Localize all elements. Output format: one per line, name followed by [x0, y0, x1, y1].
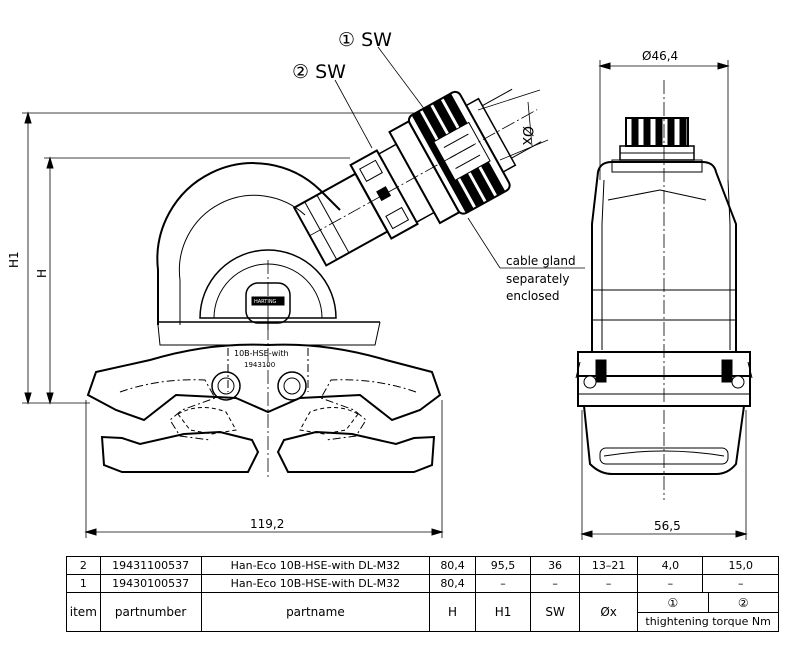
- cell-sw: –: [530, 574, 581, 593]
- cell-item: 1: [66, 574, 101, 593]
- cell-partname: Han-Eco 10B-HSE-with DL-M32: [200, 574, 431, 593]
- phi-x-label: Øx: [519, 126, 535, 145]
- cell-torque2: 15,0: [702, 556, 779, 575]
- housing-marking-2: 1943100: [244, 361, 275, 369]
- table-row: 1 19430100537 Han-Eco 10B-HSE-with DL-M3…: [66, 574, 779, 593]
- width-front-label: 119,2: [250, 517, 284, 531]
- cell-partnumber: 19431100537: [99, 556, 202, 575]
- diameter-label: Ø46,4: [642, 49, 678, 63]
- cell-item: 2: [66, 556, 101, 575]
- width-side-label: 56,5: [654, 519, 681, 533]
- cell-partname: Han-Eco 10B-HSE-with DL-M32: [200, 556, 431, 575]
- cell-torque1: 4,0: [637, 556, 704, 575]
- header-sw: SW: [530, 592, 581, 632]
- header-torque-2: ②: [707, 593, 778, 612]
- cell-sw: 36: [530, 556, 581, 575]
- cell-torque2: –: [702, 574, 779, 593]
- cable-gland-note-1: cable gland: [506, 254, 576, 268]
- cell-h: 80,4: [429, 556, 477, 575]
- header-torque-1: ①: [667, 595, 679, 610]
- cell-h1: 95,5: [475, 556, 532, 575]
- h-label: H: [35, 269, 49, 278]
- header-partname: partname: [200, 592, 431, 632]
- header-item: item: [66, 592, 101, 632]
- header-torque: ① ② thightening torque Nm: [637, 592, 779, 632]
- cell-h: 80,4: [429, 574, 477, 593]
- parts-table: 2 19431100537 Han-Eco 10B-HSE-with DL-M3…: [66, 556, 779, 632]
- side-view: [575, 80, 753, 500]
- technical-drawing: ① SW ② SW Øx Ø46,4 H1 H 119,2 56,5 cable…: [7, 29, 753, 540]
- cable-gland-note-3: enclosed: [506, 289, 560, 303]
- header-h1: H1: [475, 592, 532, 632]
- cell-partnumber: 19430100537: [99, 574, 202, 593]
- table-header-row: item partnumber partname H H1 SW Øx ① ② …: [66, 592, 779, 632]
- cell-torque1: –: [637, 574, 704, 593]
- table-row: 2 19431100537 Han-Eco 10B-HSE-with DL-M3…: [66, 556, 779, 575]
- header-h: H: [429, 592, 477, 632]
- header-phix: Øx: [579, 592, 639, 632]
- sw2-callout: ② SW: [292, 61, 346, 83]
- cable-gland-note-2: separately: [506, 272, 569, 286]
- sw1-callout: ① SW: [338, 29, 392, 51]
- h1-label: H1: [7, 251, 21, 268]
- cable-gland-angled: [292, 88, 542, 267]
- housing-marking: 10B-HSE-with: [234, 349, 289, 358]
- cell-phix: –: [579, 574, 639, 593]
- front-view: [86, 162, 442, 480]
- cell-h1: –: [475, 574, 532, 593]
- cell-phix: 13–21: [579, 556, 639, 575]
- header-torque-label: thightening torque Nm: [645, 615, 771, 628]
- logo-text: HARTING: [254, 299, 277, 305]
- header-partnumber: partnumber: [99, 592, 202, 632]
